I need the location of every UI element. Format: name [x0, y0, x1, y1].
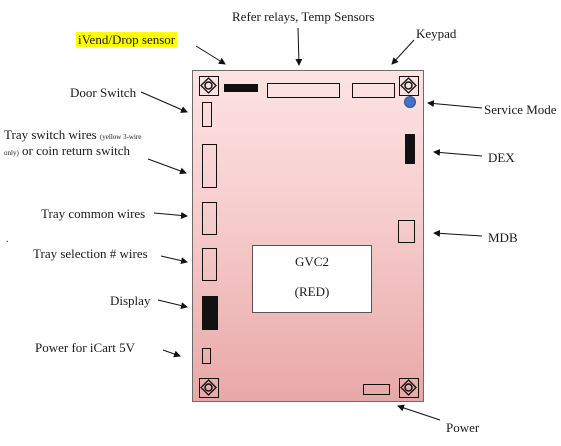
power-icart-connector: [202, 348, 211, 364]
power-label: Power: [446, 420, 480, 435]
tray-selection-label: Tray selection # wires: [33, 246, 148, 261]
tray-switch-label-line1: Tray switch wires (yellow 3-wire: [4, 127, 141, 145]
arrow-mdb: [433, 229, 483, 237]
mounting-hole-icon: [199, 378, 219, 398]
gvc2-label-box: GVC2 (RED): [252, 245, 372, 313]
mounting-hole-icon: [399, 378, 419, 398]
door-switch-label: Door Switch: [70, 85, 137, 100]
stray-dot: .: [6, 234, 9, 245]
arrow-door-switch: [140, 91, 188, 113]
gvc2-board: [192, 70, 424, 402]
display-label: Display: [110, 293, 151, 308]
mounting-hole-icon: [399, 76, 419, 96]
refer-relays-connector: [267, 83, 340, 98]
arrow-ivend: [195, 45, 226, 65]
arrow-keypad: [391, 39, 415, 65]
arrow-tray-selection: [160, 255, 188, 265]
tray-switch-small-1: (yellow 3-wire: [99, 133, 142, 141]
keypad-label: Keypad: [416, 26, 457, 41]
arrow-service-mode: [427, 100, 483, 109]
mdb-label: MDB: [488, 230, 518, 245]
tray-switch-label-line2: only) or coin return switch: [4, 143, 130, 161]
arrow-power: [397, 404, 441, 421]
tray-switch-small-2: only): [4, 149, 19, 157]
arrow-tray-switch: [147, 158, 187, 175]
dex-connector: [405, 134, 415, 164]
service-mode-label: Service Mode: [484, 102, 557, 117]
tray-switch-connector: [202, 144, 217, 188]
tray-switch-main-2: or coin return switch: [18, 143, 130, 158]
ivend-label: iVend/Drop sensor: [76, 32, 178, 47]
tray-common-connector: [202, 202, 217, 235]
power-connector: [363, 384, 390, 395]
arrow-display: [157, 299, 188, 309]
arrow-dex: [433, 149, 483, 157]
board-name: GVC2: [295, 254, 329, 269]
display-connector: [202, 296, 218, 330]
keypad-connector: [352, 83, 395, 98]
board-color-label: (RED): [294, 284, 330, 299]
ivend-label-text: iVend/Drop sensor: [76, 32, 178, 47]
arrow-tray-common: [153, 211, 188, 219]
service-mode-button: [404, 96, 416, 108]
tray-common-label: Tray common wires: [41, 206, 146, 221]
arrow-refer: [295, 27, 303, 66]
mounting-hole-icon: [199, 76, 219, 96]
door-switch-connector: [202, 102, 212, 127]
tray-switch-main-1: Tray switch wires: [4, 127, 100, 142]
tray-selection-connector: [202, 248, 217, 281]
mdb-connector: [398, 220, 415, 243]
arrow-power-icart: [162, 349, 181, 358]
power-icart-label: Power for iCart 5V: [35, 340, 136, 355]
dex-label: DEX: [488, 150, 515, 165]
ivend-connector: [224, 84, 258, 92]
refer-relays-label: Refer relays, Temp Sensors: [232, 9, 375, 24]
